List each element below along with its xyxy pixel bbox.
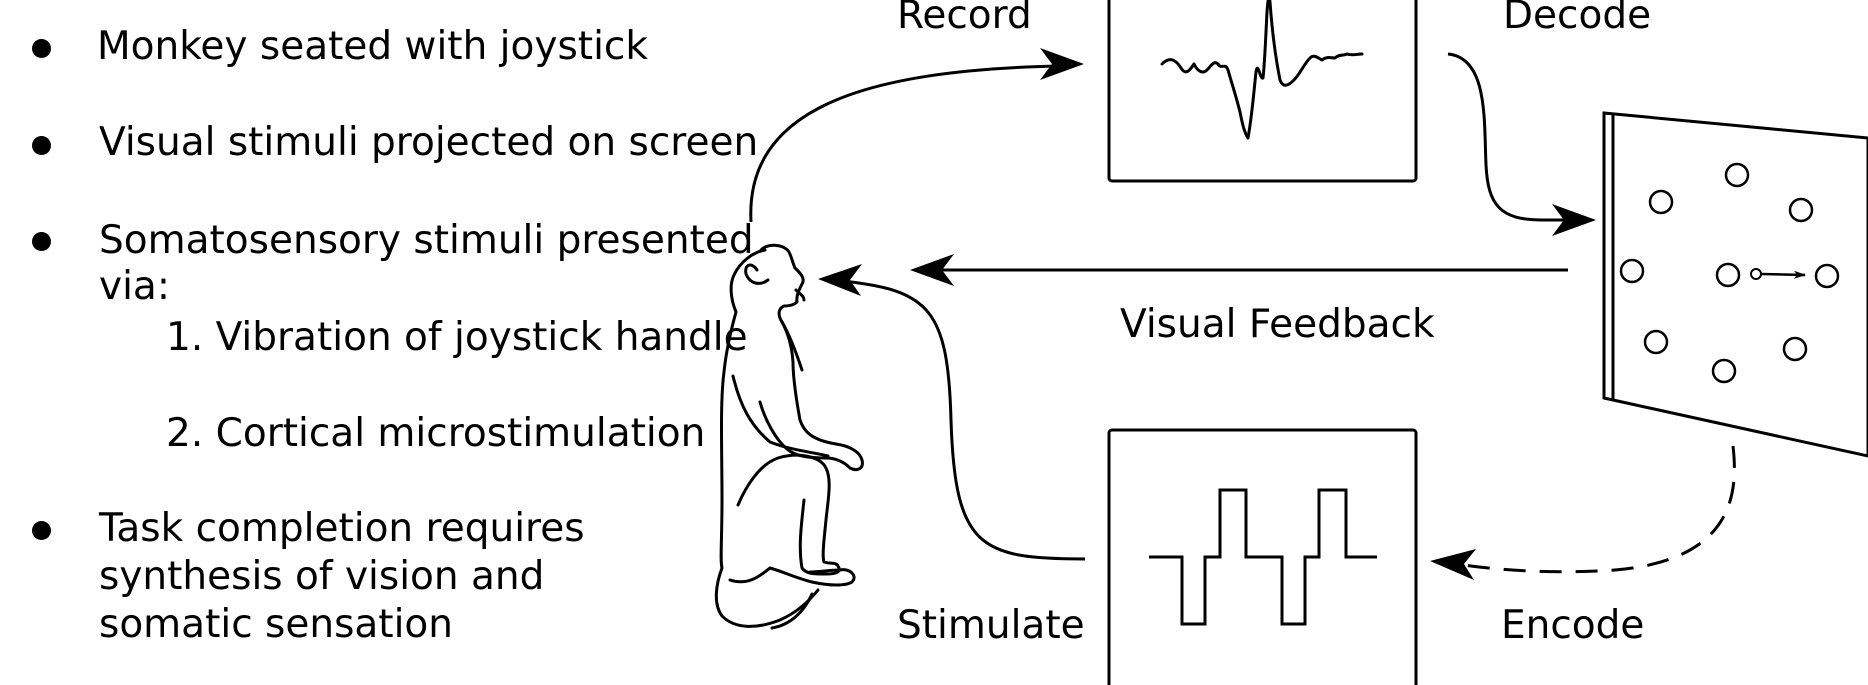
target-screen-icon: [1602, 111, 1868, 458]
subitem-text: 2. Cortical microstimulation: [166, 411, 706, 456]
encode-arrow: [1449, 445, 1736, 574]
bullet-text: somatic sensation: [99, 602, 453, 647]
bullet-dot: [32, 521, 51, 540]
bullet-text: Somatosensory stimuli presented: [99, 218, 754, 263]
record-label: Record: [897, 0, 1032, 38]
bullet-text: Task completion requires: [99, 506, 585, 551]
bullet-text: via:: [99, 264, 170, 309]
bullet-text: Visual stimuli projected on screen: [99, 120, 759, 165]
decode-label: Decode: [1503, 0, 1651, 38]
bullet-text: synthesis of vision and: [99, 554, 545, 599]
record-box: [1107, 0, 1418, 183]
stimulate-arrow: [841, 279, 1086, 561]
neural-spike-waveform-icon: [1160, 0, 1364, 140]
monkey-figure-icon: [714, 243, 864, 630]
stimulate-label: Stimulate: [897, 603, 1085, 648]
bullet-text: Monkey seated with joystick: [97, 24, 648, 69]
encode-label: Encode: [1501, 603, 1644, 648]
subitem-text: 1. Vibration of joystick handle: [166, 315, 748, 360]
square-pulse-train-icon: [1149, 488, 1377, 626]
bullet-dot: [32, 39, 51, 58]
record-arrow: [749, 64, 1061, 223]
decode-arrow: [1447, 52, 1570, 222]
bullet-dot: [32, 232, 51, 251]
bullet-list: Monkey seated with joystick Visual stimu…: [0, 0, 758, 685]
visual-feedback-label: Visual Feedback: [1120, 302, 1435, 347]
bullet-dot: [32, 136, 51, 155]
